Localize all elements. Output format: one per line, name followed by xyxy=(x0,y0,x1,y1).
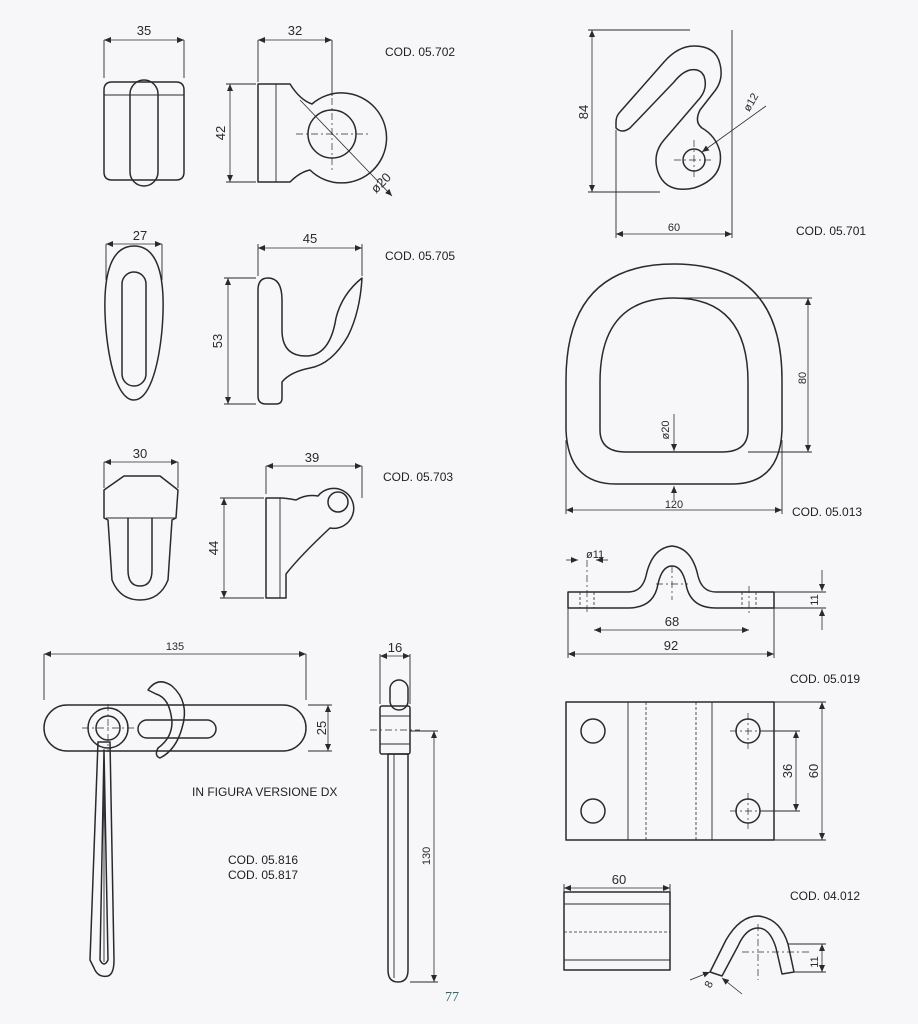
dim-05816-130: 130 xyxy=(421,847,433,865)
version-note: IN FIGURA VERSIONE DX xyxy=(192,785,337,799)
dim-05019-92: 92 xyxy=(664,638,678,653)
part-code-05019: COD. 05.019 xyxy=(790,672,860,686)
part-05019-strap: ø11 11 68 92 COD. 05.019 xyxy=(566,545,860,686)
dim-05703-30: 30 xyxy=(133,446,147,461)
dim-04012-36: 36 xyxy=(780,764,795,778)
part-code-05703: COD. 05.703 xyxy=(383,470,453,484)
dim-05019-68: 68 xyxy=(665,614,679,629)
dim-05705-53: 53 xyxy=(210,334,225,348)
dim-05703-39: 39 xyxy=(305,450,319,465)
dim-04012-8: 8 xyxy=(703,979,716,990)
part-code-04012: COD. 04.012 xyxy=(790,889,860,903)
dim-05702-32: 32 xyxy=(288,23,302,38)
dim-05019-11: 11 xyxy=(809,594,821,605)
dim-04012-11: 11 xyxy=(809,956,821,967)
part-05703-front-view: 30 xyxy=(103,446,179,601)
part-code-05013: COD. 05.013 xyxy=(792,505,862,519)
dim-05701-84: 84 xyxy=(576,105,591,119)
part-05702-front-view: 35 xyxy=(103,23,185,187)
part-04012-plate: 36 60 xyxy=(565,701,826,841)
dim-05816-16: 16 xyxy=(388,640,402,655)
part-code-05705: COD. 05.705 xyxy=(385,249,455,263)
dim-04012-60: 60 xyxy=(612,872,626,887)
dim-05013-120: 120 xyxy=(665,499,683,511)
dim-05702-dia: ø20 xyxy=(368,170,394,196)
part-05013-d-ring: 80 120 ø20 COD. 05.013 xyxy=(565,263,862,519)
dim-05816-135: 135 xyxy=(166,641,184,653)
part-05702-side-view: 32 42 ø20 COD. 05.702 xyxy=(213,23,455,197)
dim-05816-25: 25 xyxy=(314,721,329,735)
part-05701-hook: 84 60 ø12 COD. 05.701 xyxy=(576,29,866,238)
dim-05703-44: 44 xyxy=(206,541,221,555)
dim-05019-dia: ø11 xyxy=(586,549,604,561)
page-number: 77 xyxy=(445,990,459,1005)
part-05816-side-view: 16 130 xyxy=(370,640,438,983)
dim-05013-80: 80 xyxy=(797,372,809,384)
part-05705-front-view: 27 xyxy=(104,228,164,401)
dim-05702-42: 42 xyxy=(213,126,228,140)
dim-05701-60: 60 xyxy=(668,222,680,234)
part-code-05701: COD. 05.701 xyxy=(796,224,866,238)
part-05705-side-view: 45 53 COD. 05.705 xyxy=(210,231,455,405)
dim-04012-60-plate: 60 xyxy=(806,764,821,778)
part-04012-bracket: 60 11 8 COD. 04.012 xyxy=(563,872,860,995)
dim-05705-45: 45 xyxy=(303,231,317,246)
part-code-05817: COD. 05.817 xyxy=(228,868,298,882)
part-code-05816: COD. 05.816 xyxy=(228,853,298,867)
dim-05013-dia: ø20 xyxy=(660,421,672,440)
dim-05701-dia: ø12 xyxy=(741,91,761,113)
dim-05702-35: 35 xyxy=(137,23,151,38)
part-05703-side-view: 39 44 COD. 05.703 xyxy=(206,450,453,599)
part-code-05702: COD. 05.702 xyxy=(385,45,455,59)
dim-05705-27: 27 xyxy=(133,228,147,243)
part-05816-main-view: 135 25 IN FIGURA VERSIONE DX COD. 05.816… xyxy=(43,641,337,978)
